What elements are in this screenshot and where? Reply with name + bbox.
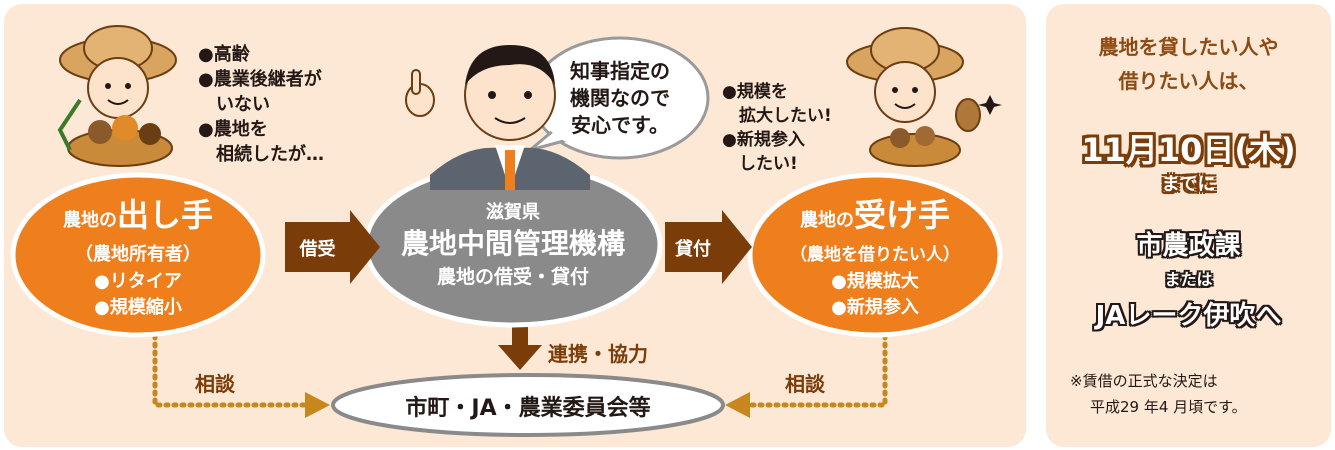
info-office-2: JAレーク伊吹へ	[1095, 301, 1282, 331]
consult-line-left	[152, 317, 308, 408]
info-heading: 農地を貸したい人や 借りたい人は、	[1046, 30, 1331, 98]
owner-title-prefix: 農地の	[62, 210, 117, 231]
farmer-young-man-illustration	[846, 27, 1002, 167]
consult-arrowhead-left	[305, 392, 330, 418]
org-prefecture: 滋賀県	[486, 202, 540, 223]
bubble-line: 機関なので	[570, 86, 670, 110]
owner-oval	[10, 172, 266, 338]
info-connector: または	[1164, 270, 1213, 289]
lend-arrow-shape	[665, 210, 752, 284]
info-heading-line: 農地を貸したい人や	[1098, 35, 1279, 59]
consult-arrowhead-right	[725, 392, 750, 418]
receiver-title: 農地の受け手	[760, 195, 990, 241]
info-note-line: 平成29 年4 月頃です。	[1090, 398, 1247, 416]
bubble-line: 知事指定の	[570, 59, 670, 83]
owner-subtitle: （農地所有者）	[75, 244, 201, 265]
receiver-subtitle: （農地を借りたい人）	[790, 245, 960, 265]
owner-title: 農地の出し手	[23, 195, 253, 241]
info-deadline-suffix: までに	[1161, 174, 1216, 195]
lend-arrow-label: 貸付	[675, 239, 711, 260]
receiver-title-main: 受け手	[853, 196, 950, 234]
local-org-label: 市町・JA・農業委員会等	[405, 396, 651, 421]
local-org-oval	[331, 373, 725, 437]
bubble-line: 安心です。	[571, 113, 669, 137]
receiver-oval	[747, 172, 1003, 338]
speech-bubble	[529, 36, 710, 160]
farmer-woman-illustration	[57, 25, 177, 167]
info-note: ※賃借の正式な決定は 平成29 年4 月頃です。	[1070, 368, 1310, 420]
info-note-line: ※賃借の正式な決定は	[1070, 372, 1218, 390]
consult-label-right: 相談	[785, 372, 825, 396]
receiver-item: ●新規参入	[831, 297, 919, 318]
official-man-illustration	[405, 45, 590, 190]
cooperation-label: 連携・協力	[548, 342, 648, 366]
receiver-title-prefix: 農地の	[799, 210, 854, 231]
borrow-arrow-shape	[285, 210, 380, 284]
info-panel	[1046, 4, 1331, 447]
receiver-text: 農地の受け手 （農地を借りたい人） ●規模拡大 ●新規参入	[760, 195, 990, 321]
info-office-1: 市農政課	[1136, 231, 1241, 261]
speech-bubble-text: 知事指定の 機関なので 安心です。	[555, 58, 685, 139]
borrow-arrow-label: 借受	[299, 239, 336, 260]
receiver-item: ●規模拡大	[831, 271, 919, 292]
owner-item: ●リタイア	[94, 271, 182, 292]
owner-title-main: 出し手	[116, 196, 213, 234]
consult-label-left: 相談	[195, 372, 235, 396]
org-role: 農地の借受・貸付	[436, 266, 589, 288]
consult-line-right	[747, 317, 888, 408]
org-text: 滋賀県 農地中間管理機構 農地の借受・貸付	[373, 200, 653, 292]
owner-reasons: ●高齢 ●農業後継者が いない ●農地を 相続したが…	[198, 44, 324, 165]
owner-text: 農地の出し手 （農地所有者） ●リタイア ●規模縮小	[23, 195, 253, 321]
info-heading-line: 借りたい人は、	[1118, 69, 1259, 93]
info-deadline: 11月10日(木)	[1081, 131, 1296, 169]
receiver-reasons: ●規模を 拡大したい! ●新規参入 したい!	[722, 82, 832, 174]
org-name: 農地中間管理機構	[400, 227, 625, 260]
owner-item: ●規模縮小	[94, 297, 182, 318]
